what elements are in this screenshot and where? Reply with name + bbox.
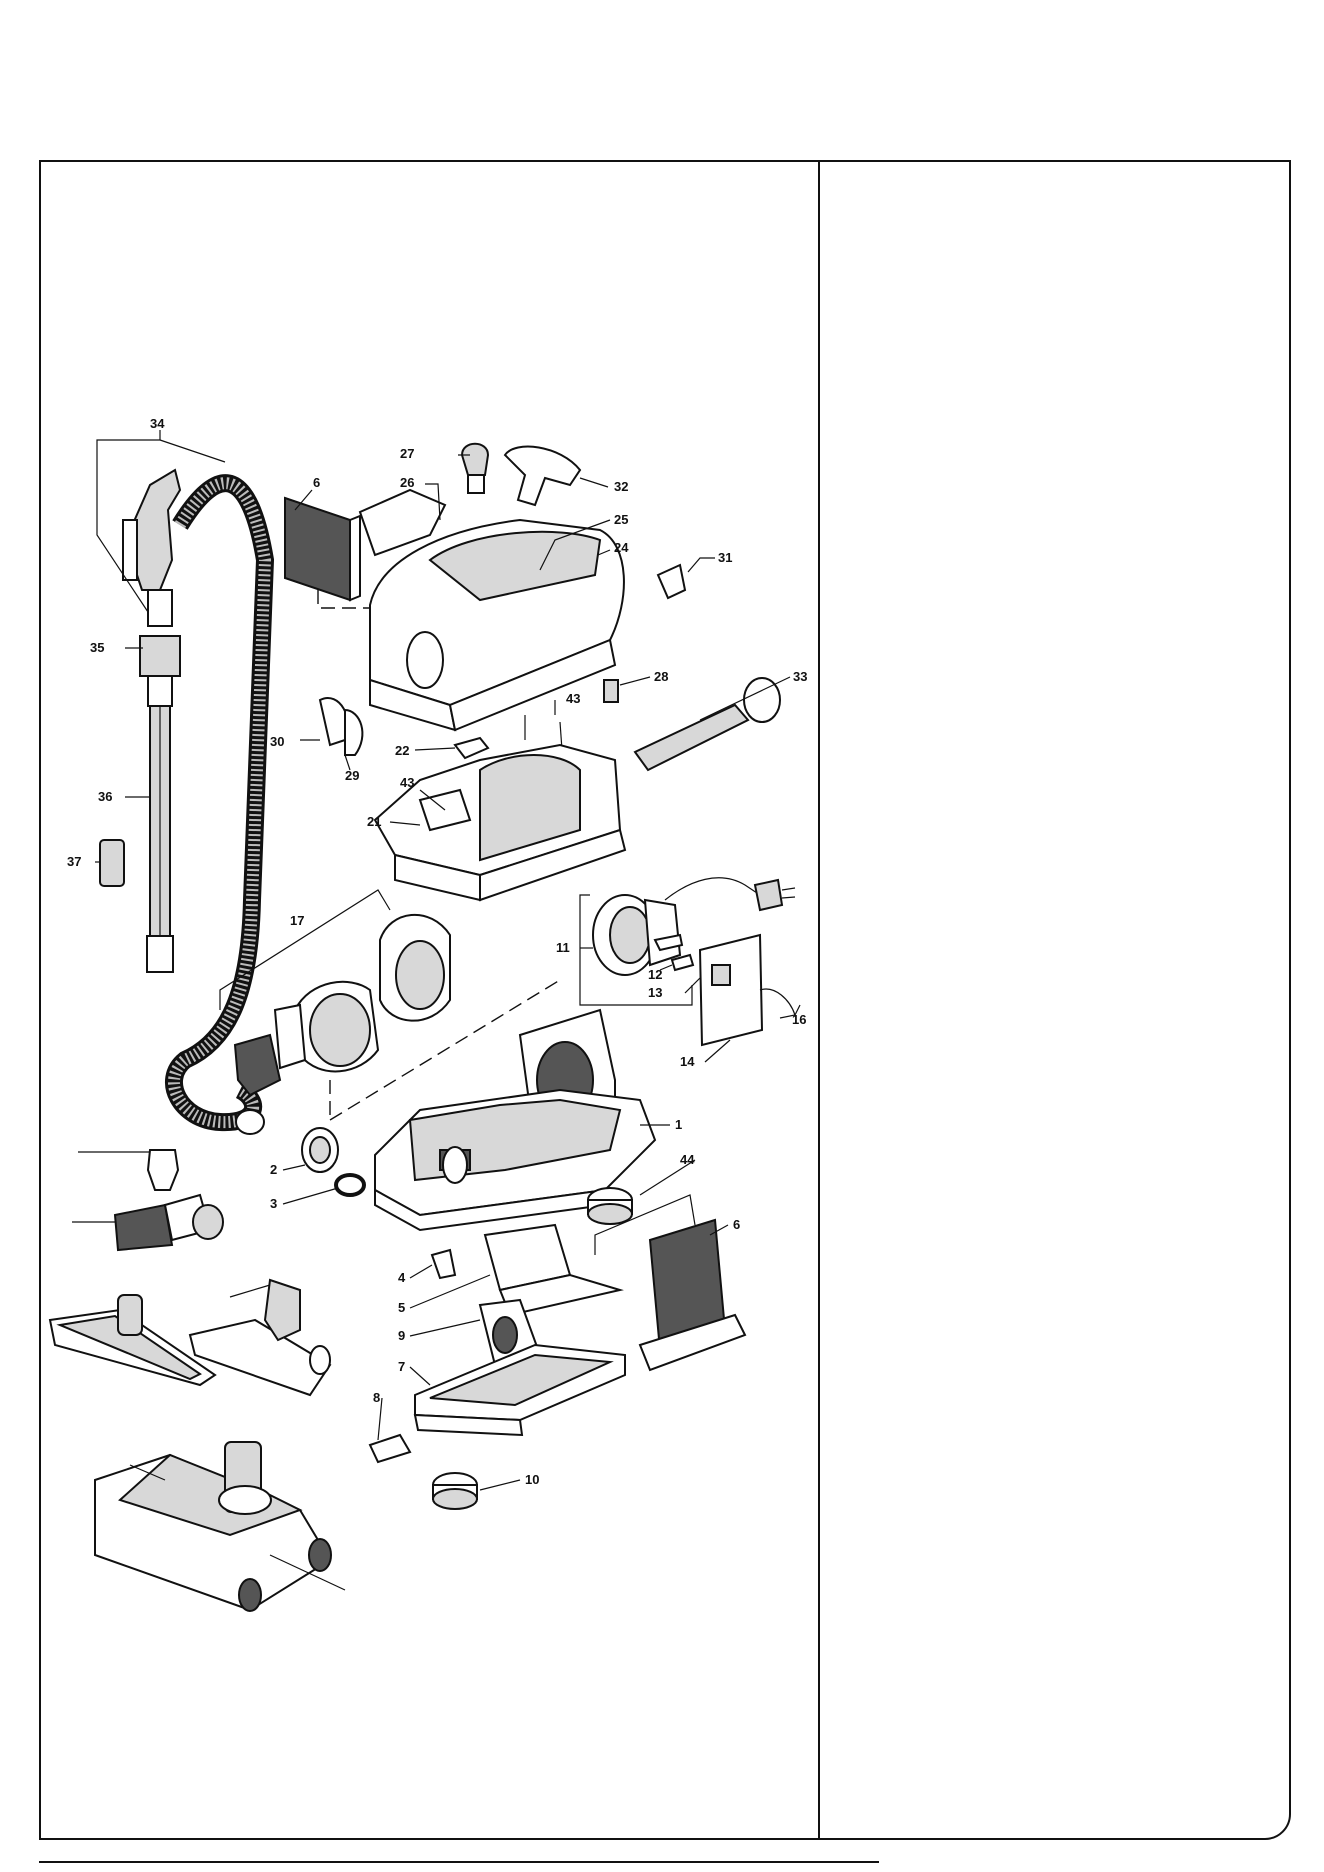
cord-reel (593, 878, 795, 975)
callout-6-b: 6 (733, 1217, 740, 1232)
callout-22: 22 (395, 743, 409, 758)
callout-6: 6 (313, 475, 320, 490)
callout-1: 1 (675, 1117, 682, 1132)
callout-10: 10 (525, 1472, 539, 1487)
callout-5: 5 (398, 1300, 405, 1315)
callout-43: 43 (566, 691, 580, 706)
callout-35: 35 (90, 640, 104, 655)
bag-tray (415, 1345, 625, 1435)
callout-4: 4 (398, 1270, 406, 1285)
power-switch (658, 565, 685, 598)
hose-clip-accessory (148, 1150, 178, 1190)
top-cover (370, 520, 624, 730)
callout-28: 28 (654, 669, 668, 684)
hose-handle (123, 470, 180, 626)
callout-29: 29 (345, 768, 359, 783)
motor (275, 982, 378, 1072)
callout-32: 32 (614, 479, 628, 494)
callout-3: 3 (270, 1196, 277, 1211)
latch (455, 738, 488, 758)
callout-17: 17 (290, 913, 304, 928)
o-ring (336, 1175, 364, 1195)
callout-8: 8 (373, 1390, 380, 1405)
clip (604, 680, 618, 702)
carry-handle (505, 447, 580, 505)
callout-14: 14 (680, 1054, 695, 1069)
circuit-board (700, 935, 795, 1045)
callout-30: 30 (270, 734, 284, 749)
tray-clip (370, 1435, 410, 1462)
motor-filter (640, 1220, 745, 1370)
callout-11: 11 (556, 940, 570, 955)
wheel-front (588, 1188, 632, 1224)
callout-25: 25 (614, 512, 628, 527)
hepa-exhaust-filter (285, 498, 360, 600)
callout-2: 2 (270, 1162, 277, 1177)
callout-34: 34 (150, 416, 165, 431)
cord-rewind-button (462, 444, 488, 493)
telescopic-wand (147, 676, 173, 972)
callout-36: 36 (98, 789, 112, 804)
callout-37: 37 (67, 854, 81, 869)
callout-26: 26 (400, 475, 414, 490)
dusting-brush (115, 1195, 223, 1250)
callout-9: 9 (398, 1328, 405, 1343)
hose (174, 483, 265, 1134)
callout-12: 12 (648, 967, 662, 982)
motor-brush-holder (235, 1035, 280, 1095)
wheel-rear (433, 1473, 477, 1509)
wand-sleeve (100, 840, 124, 886)
wand-coupling (140, 636, 180, 676)
bag-holder-spring (432, 1250, 455, 1278)
callout-7: 7 (398, 1359, 405, 1374)
callout-33: 33 (793, 669, 807, 684)
callout-43-b: 43 (400, 775, 414, 790)
power-nozzle (95, 1442, 345, 1611)
callout-44: 44 (680, 1152, 695, 1167)
callout-13: 13 (648, 985, 662, 1000)
callout-27: 27 (400, 446, 414, 461)
motor-cover-chassis (375, 745, 625, 900)
hose-inlet-flap (320, 698, 362, 755)
callout-21: 21 (367, 814, 381, 829)
seal-ring (302, 1128, 338, 1172)
callout-31: 31 (718, 550, 732, 565)
motor-housing-rear (380, 915, 450, 1021)
callout-16: 16 (792, 1012, 806, 1027)
callout-24: 24 (614, 540, 629, 555)
